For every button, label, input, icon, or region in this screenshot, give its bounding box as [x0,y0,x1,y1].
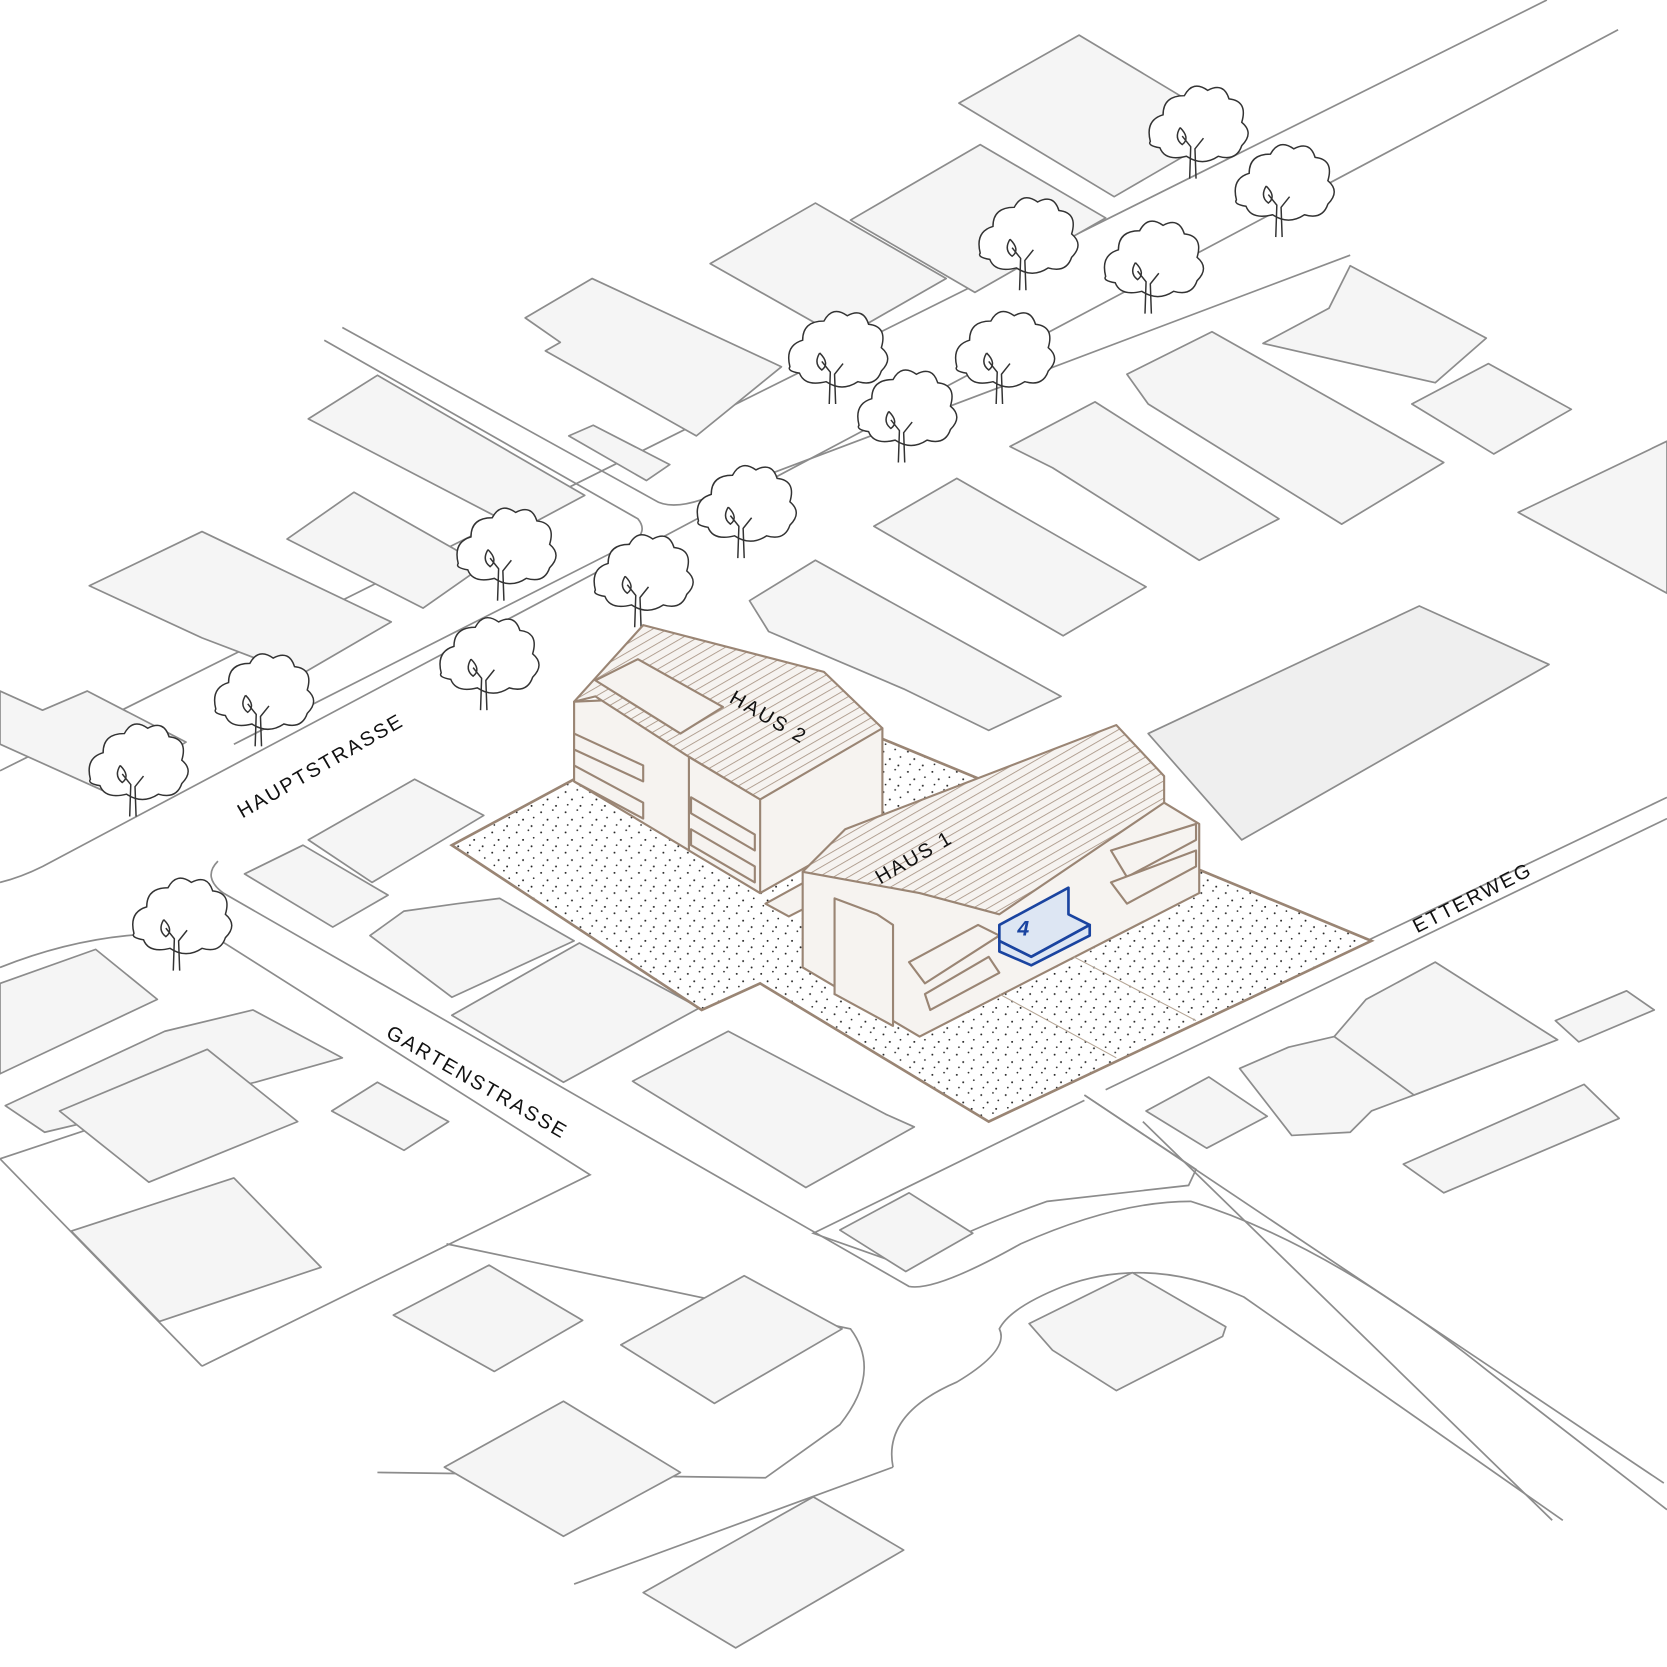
tree-icon [439,616,540,711]
etterweg-label: ETTERWEG [1409,859,1536,938]
tree-icon [213,653,315,747]
haus-1-building [801,723,1201,1038]
tree-icon [88,723,189,817]
tree-icon [593,534,694,628]
tree-icon [696,464,798,559]
tree-icon [1234,143,1335,238]
tree-icon [857,369,958,463]
project-site: 4 HAUS 2 HAUS 1 [449,624,1375,1124]
tree-icon [1148,85,1249,179]
unit-number-label: 4 [1016,917,1029,941]
tree-icon [132,877,233,971]
tree-icon [787,310,889,405]
tree-icon [1103,220,1205,314]
haus-2-building [573,624,884,895]
tree-icon [456,507,557,601]
roads [0,0,1667,1585]
tree-icon [978,197,1079,291]
tree-icon [954,310,1056,405]
context-buildings [0,34,1667,1649]
highlighted-unit-4[interactable]: 4 [998,886,1092,967]
trees [88,85,1335,971]
